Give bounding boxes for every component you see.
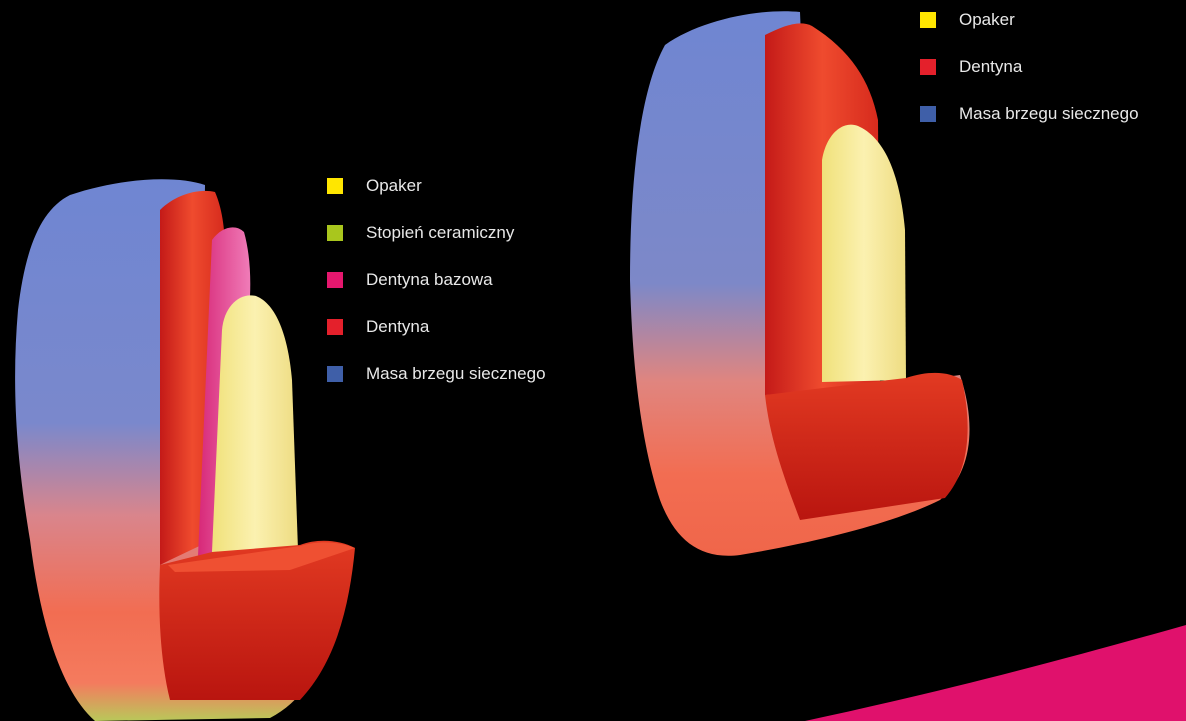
legend-item: Masa brzegu siecznego	[920, 102, 1139, 125]
swatch-dentyna	[920, 59, 936, 75]
legend-label: Masa brzegu siecznego	[366, 362, 546, 385]
swatch-opaker	[920, 12, 936, 28]
legend-item: Opaker	[920, 8, 1139, 31]
tooth-cross-section-left	[15, 179, 355, 721]
legend-item: Masa brzegu siecznego	[327, 362, 546, 385]
legend-right: Opaker Dentyna Masa brzegu siecznego	[920, 8, 1139, 125]
tooth-cross-section-right	[630, 11, 970, 556]
legend-left: Opaker Stopień ceramiczny Dentyna bazowa…	[327, 174, 546, 385]
swatch-stopien-ceramiczny	[327, 225, 343, 241]
legend-item: Dentyna	[327, 315, 546, 338]
legend-label: Dentyna	[366, 315, 429, 338]
legend-label: Masa brzegu siecznego	[959, 102, 1139, 125]
legend-label: Opaker	[366, 174, 422, 197]
legend-label: Stopień ceramiczny	[366, 221, 514, 244]
swatch-masa-brzegu-siecznego	[920, 106, 936, 122]
legend-label: Dentyna bazowa	[366, 268, 493, 291]
accent-stripe	[805, 625, 1186, 721]
tooth-left-opaque-core	[212, 295, 298, 552]
legend-item: Dentyna	[920, 55, 1139, 78]
swatch-dentyna-bazowa	[327, 272, 343, 288]
legend-item: Opaker	[327, 174, 546, 197]
tooth-right-shelf	[765, 373, 968, 520]
swatch-dentyna	[327, 319, 343, 335]
legend-item: Dentyna bazowa	[327, 268, 546, 291]
legend-label: Dentyna	[959, 55, 1022, 78]
legend-item: Stopień ceramiczny	[327, 221, 546, 244]
tooth-right-opaque-core	[822, 125, 906, 382]
swatch-opaker	[327, 178, 343, 194]
legend-label: Opaker	[959, 8, 1015, 31]
swatch-masa-brzegu-siecznego	[327, 366, 343, 382]
